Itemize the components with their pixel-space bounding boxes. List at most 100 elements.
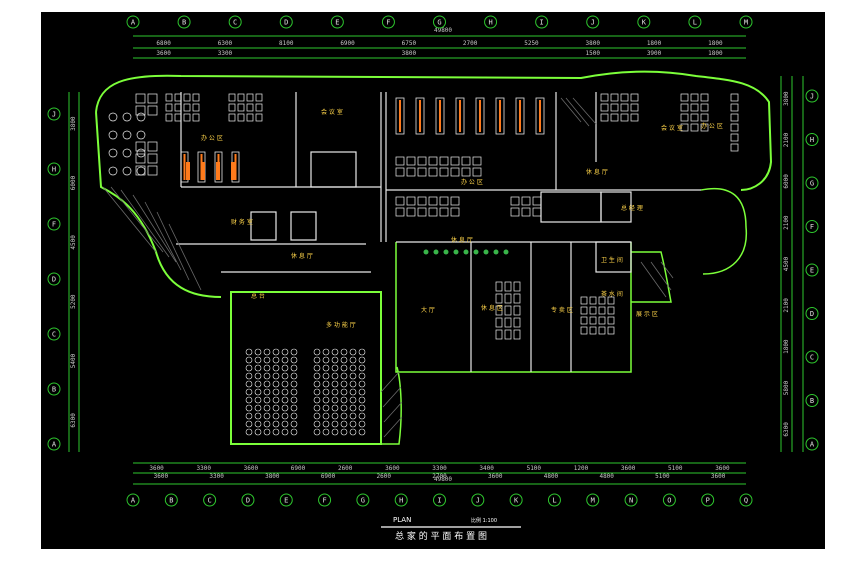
auditorium-seat xyxy=(272,356,280,364)
auditorium-seat xyxy=(331,388,339,396)
office-chair xyxy=(439,156,449,166)
meeting-chair xyxy=(147,93,158,104)
furniture-layer xyxy=(108,93,739,436)
auditorium-seat xyxy=(358,420,366,428)
planter xyxy=(453,249,459,255)
office-chair xyxy=(630,93,639,102)
bottom-axis-16: Q xyxy=(744,497,748,505)
auditorium-seat xyxy=(358,372,366,380)
interior-walls xyxy=(176,92,701,372)
room-label-9: 大 厅 xyxy=(421,306,435,314)
bottom-axis-4-circle xyxy=(279,493,293,507)
top-axis-9: J xyxy=(591,19,595,27)
office-chair xyxy=(690,103,699,112)
auditorium-seat xyxy=(349,348,357,356)
left-axis-3: D xyxy=(52,276,56,284)
office-chair xyxy=(620,93,629,102)
auditorium-seat xyxy=(281,404,289,412)
room-label-4: 会 议 室 xyxy=(661,124,683,132)
planter xyxy=(463,249,469,255)
office-chair xyxy=(165,93,173,102)
office-chair xyxy=(700,103,709,112)
office-chair xyxy=(428,207,438,217)
bottom-total-dim: 49800 xyxy=(434,476,452,483)
auditorium-seat xyxy=(340,396,348,404)
office-chair xyxy=(680,113,689,122)
office-chair xyxy=(417,156,427,166)
meeting-chair xyxy=(135,153,146,164)
top-row1-dim-3: 6900 xyxy=(340,40,355,47)
top-axis-11-circle xyxy=(688,15,702,29)
auditorium-seat xyxy=(313,388,321,396)
auditorium-seat xyxy=(263,396,271,404)
office-chair xyxy=(690,113,699,122)
auditorium-seat xyxy=(290,412,298,420)
auditorium-seat xyxy=(349,356,357,364)
office-chair xyxy=(165,113,173,122)
bottom-axis-13-circle xyxy=(624,493,638,507)
right-axis-8: A xyxy=(810,441,815,449)
office-chair xyxy=(246,103,254,112)
right-dim-0: 3800 xyxy=(783,91,790,106)
auditorium-seat xyxy=(340,372,348,380)
display-case xyxy=(504,281,512,292)
display-case xyxy=(580,326,588,335)
office-chair xyxy=(417,167,427,177)
office-chair xyxy=(246,93,254,102)
auditorium-seat xyxy=(272,420,280,428)
display-case xyxy=(504,317,512,328)
top-row1-dim-4: 6750 xyxy=(402,40,417,47)
auditorium-seat xyxy=(349,372,357,380)
auditorium-seat xyxy=(322,356,330,364)
right-axis-4: E xyxy=(810,267,814,275)
right-dim-5: 2100 xyxy=(783,298,790,313)
auditorium-seat xyxy=(322,428,330,436)
auditorium-seat xyxy=(313,364,321,372)
bottom-axis-8: I xyxy=(437,497,441,505)
office-chair xyxy=(610,93,619,102)
office-chair xyxy=(450,156,460,166)
right-axis-6-circle xyxy=(805,350,819,364)
round-table xyxy=(136,148,146,158)
room-label-14: 休 息 厅 xyxy=(586,168,608,176)
office-chair xyxy=(439,207,449,217)
top-axis-9-circle xyxy=(586,15,600,29)
bottom-row1-dim-1: 3300 xyxy=(197,465,212,472)
top-axis-6-circle xyxy=(433,15,446,29)
round-table xyxy=(122,112,132,122)
left-axis-0: J xyxy=(52,111,56,119)
office-chair xyxy=(183,103,191,112)
top-axis-3-circle xyxy=(279,15,293,29)
top-row1-dim-6: 5250 xyxy=(524,40,539,47)
bottom-row2-dim-2: 3800 xyxy=(265,473,280,480)
top-total-dim: 49800 xyxy=(434,27,452,34)
top-row1-dim-9: 1800 xyxy=(708,40,723,47)
display-case xyxy=(607,316,615,325)
bottom-row2-dim-9: 5100 xyxy=(655,473,670,480)
room-label-8: 多 功 能 厅 xyxy=(326,321,356,329)
round-table xyxy=(122,148,132,158)
auditorium-seat xyxy=(322,396,330,404)
auditorium-seat xyxy=(272,428,280,436)
office-chair xyxy=(680,93,689,102)
top-axis-5-circle xyxy=(381,15,395,29)
auditorium-seat xyxy=(340,404,348,412)
office-chair xyxy=(450,167,460,177)
bottom-axis-8-circle xyxy=(433,493,446,507)
office-chair xyxy=(228,113,236,122)
workstation xyxy=(495,97,505,135)
bottom-axis-7-circle xyxy=(394,493,408,507)
top-axis-12: M xyxy=(744,19,748,27)
auditorium-seat xyxy=(313,380,321,388)
office-chair xyxy=(237,103,245,112)
office-chair xyxy=(246,113,254,122)
office-chair xyxy=(417,196,427,206)
auditorium-seat xyxy=(254,356,262,364)
auditorium-seat xyxy=(263,380,271,388)
auditorium-seat xyxy=(313,404,321,412)
auditorium-seat xyxy=(340,428,348,436)
bottom-row1-dim-12: 3600 xyxy=(715,465,730,472)
office-chair xyxy=(461,167,471,177)
planter xyxy=(443,249,449,255)
